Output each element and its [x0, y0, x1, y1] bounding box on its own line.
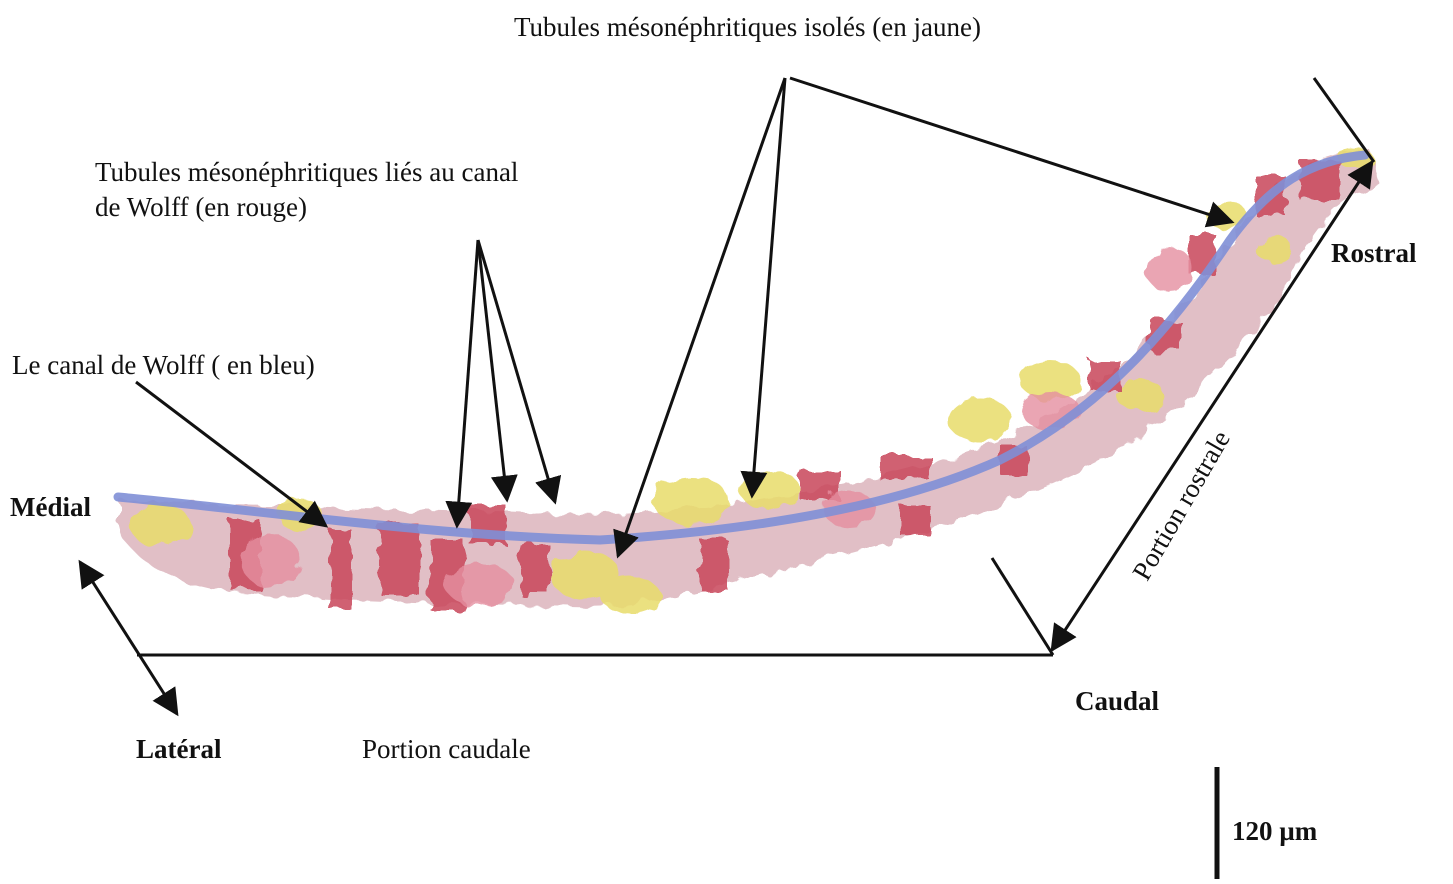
- arrow-linked-1: [457, 240, 478, 526]
- arrow-linked-2: [478, 240, 507, 500]
- arrow-linked-3: [478, 240, 555, 502]
- label-linked-tubules-line1: Tubules mésonéphritiques liés au canal: [95, 155, 518, 190]
- label-isolated-tubules: Tubules mésonéphritiques isolés (en jaun…: [514, 10, 981, 45]
- label-linked-tubules-line2: de Wolff (en rouge): [95, 190, 518, 225]
- label-lateral: Latéral: [136, 732, 221, 767]
- arrow-isolated-3: [752, 78, 785, 496]
- tick-rostral: [1314, 78, 1374, 162]
- arrow-medial-lateral: [80, 562, 177, 714]
- label-caudal: Caudal: [1075, 684, 1159, 719]
- label-scale-bar: 120 µm: [1232, 814, 1317, 849]
- label-rostral: Rostral: [1331, 236, 1416, 271]
- label-linked-tubules: Tubules mésonéphritiques liés au canal d…: [95, 155, 518, 225]
- label-wolff-duct: Le canal de Wolff ( en bleu): [12, 348, 315, 383]
- label-caudal-portion: Portion caudale: [362, 732, 531, 767]
- label-medial: Médial: [10, 490, 91, 525]
- tick-caudal: [992, 558, 1053, 655]
- arrow-isolated-1: [790, 78, 1232, 222]
